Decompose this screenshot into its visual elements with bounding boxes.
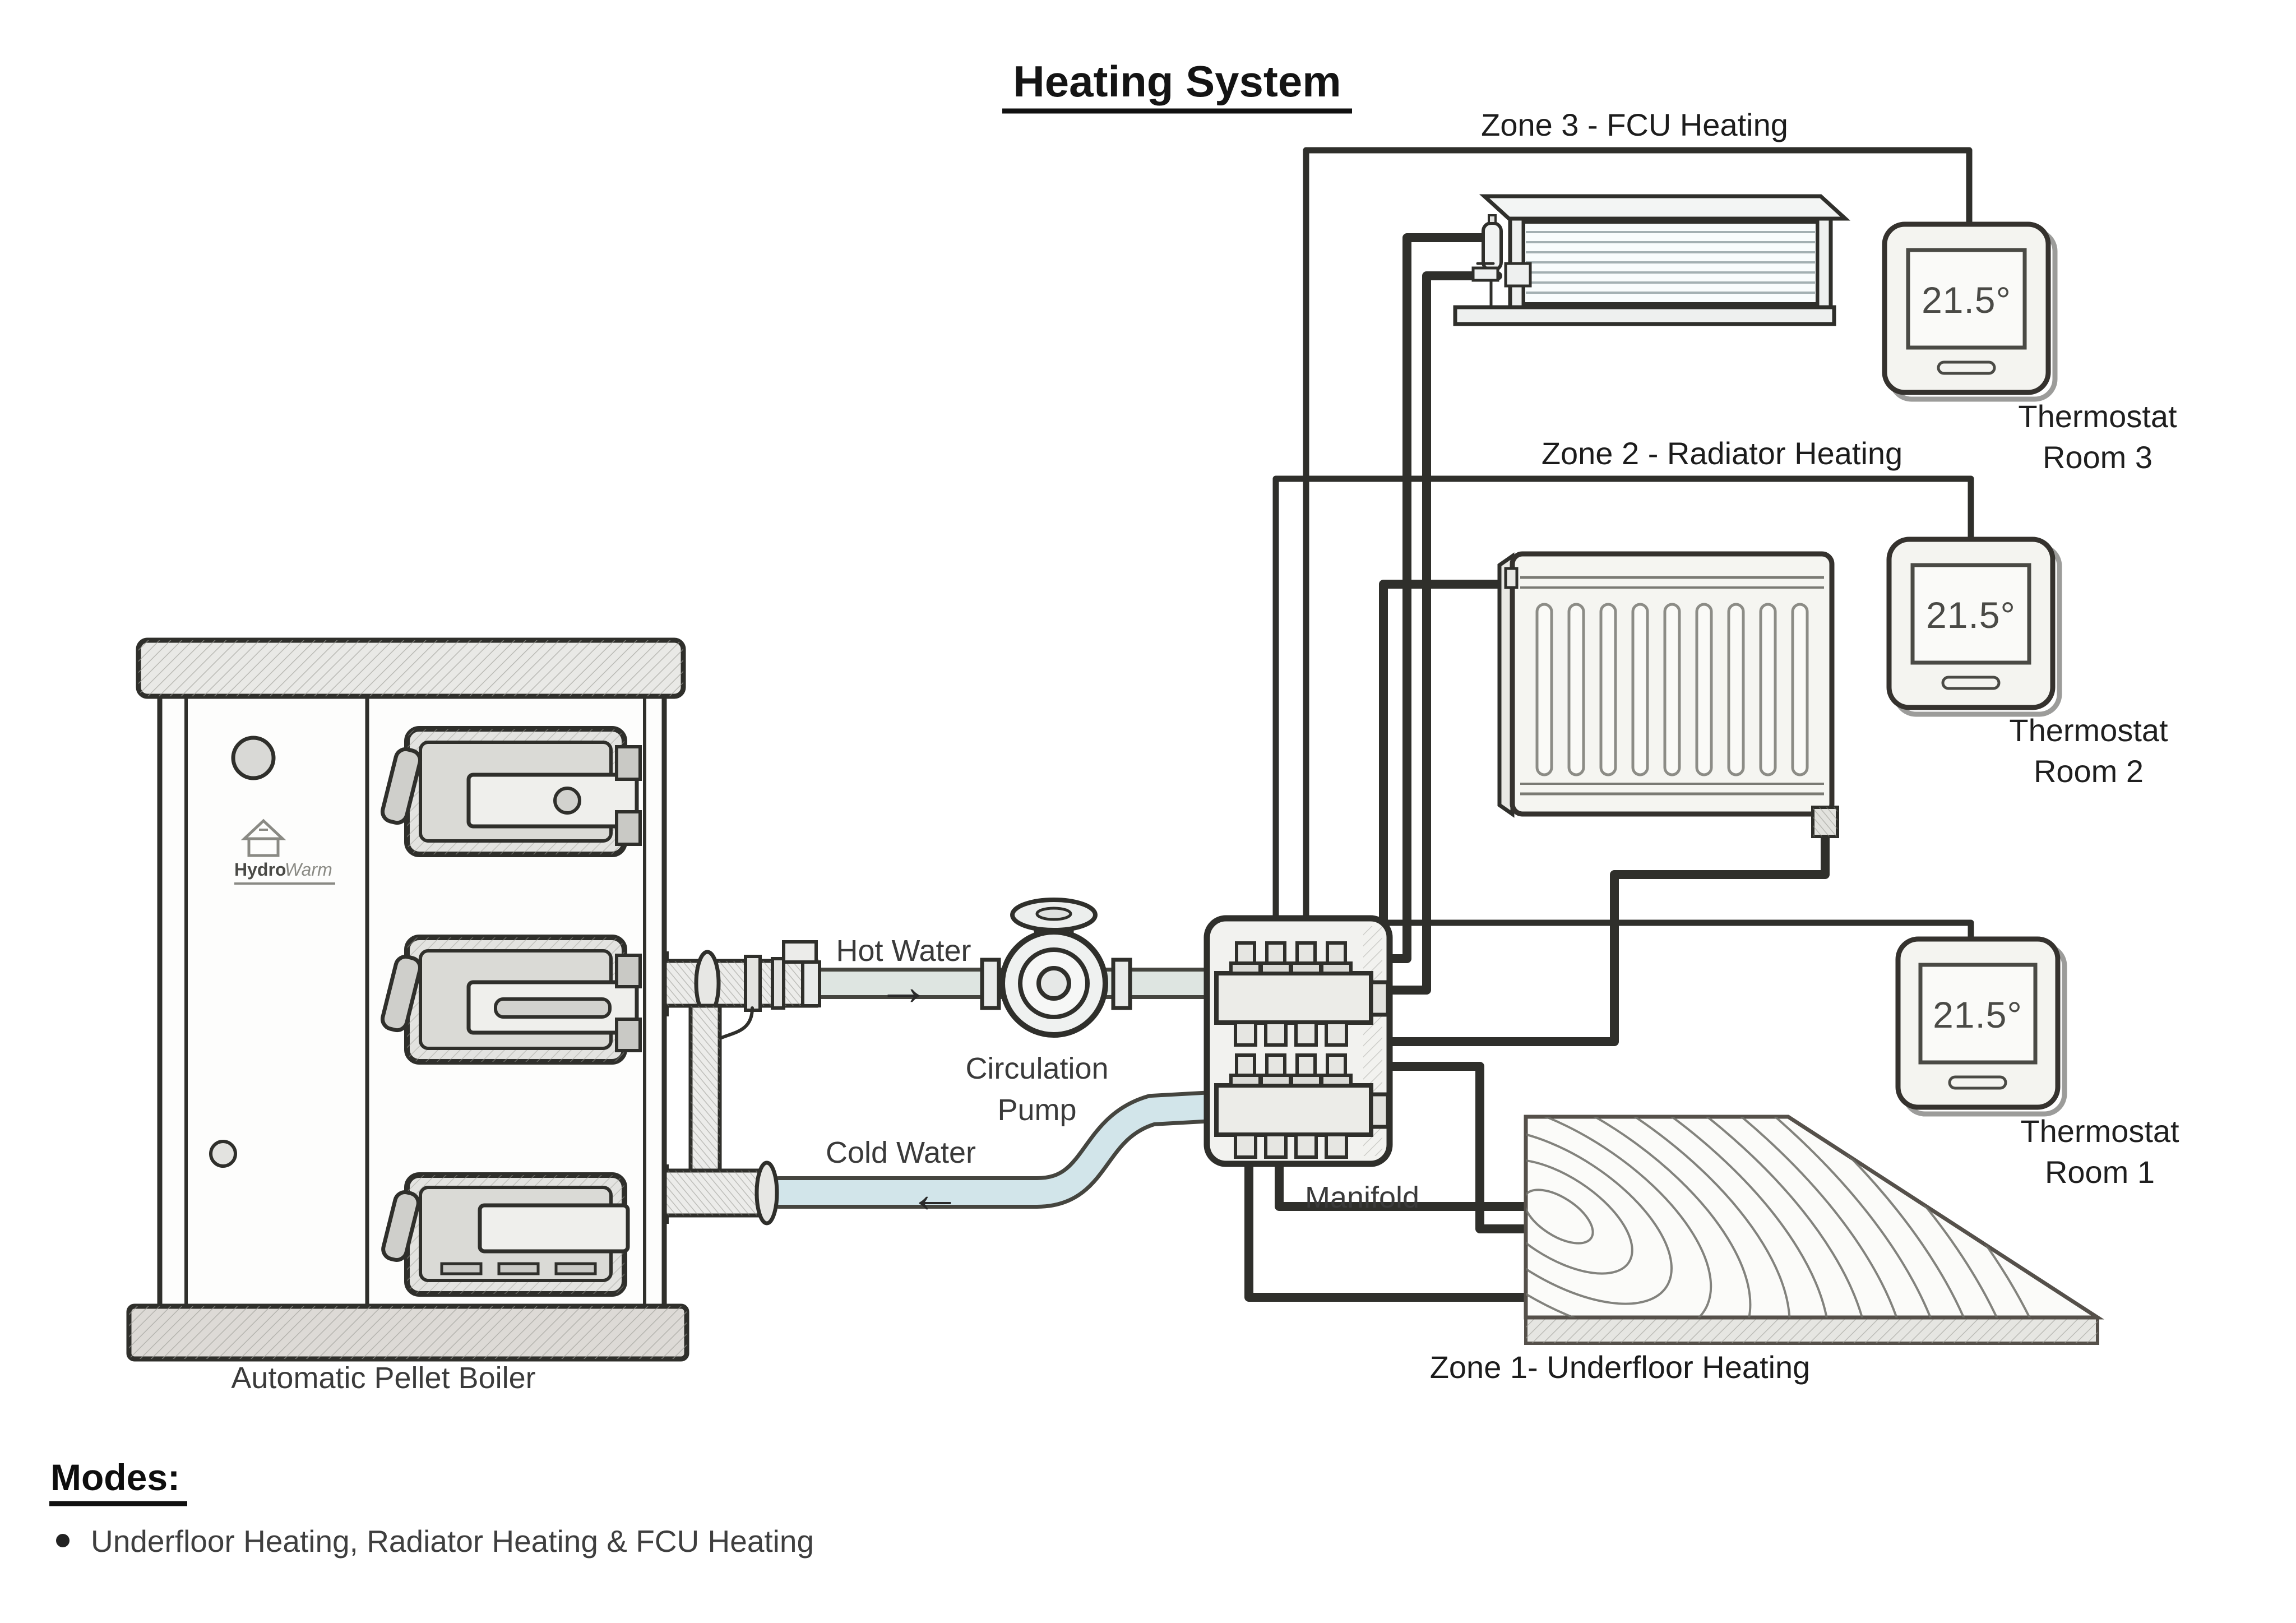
thermostat3-caption: Thermostat [2018,399,2177,434]
underfloor-return-pipe [1275,1153,1535,1211]
zone3-wire [1303,147,1973,952]
thermostat1-room: Room 1 [2045,1154,2155,1190]
fcu-return-pipe [1382,271,1502,995]
hot-water-arrow-icon: → [877,956,931,1016]
modes-heading: Modes: [50,1456,180,1498]
zone3-label: Zone 3 - FCU Heating [1481,107,1788,142]
thermostat-room-3: 21.5° [1882,221,2058,402]
page-title: Heating System [1013,57,1341,106]
pump-label-line2: Pump [997,1093,1076,1127]
thermostat3-room: Room 3 [2043,440,2152,475]
modes-item: Underfloor Heating, Radiator Heating & F… [91,1524,814,1559]
fcu-piping-components [1471,214,1532,309]
zone2-wire [1272,475,1974,952]
boiler-label: Automatic Pellet Boiler [231,1361,535,1395]
boiler-bypass-pipe [688,1004,722,1183]
boiler-door-middle [381,935,642,1065]
thermostat2-room: Room 2 [2034,753,2144,789]
hot-water-label: Hot Water [836,934,971,968]
pellet-boiler-illustration: Hydro Warm [126,637,821,1362]
radiator-return-pipe [1382,830,1830,1046]
cold-water-pipe [763,1090,1229,1209]
pump-label-line1: Circulation [965,1052,1108,1085]
circulation-pump-illustration [980,898,1132,1038]
zone2-label: Zone 2 - Radiator Heating [1542,436,1902,471]
logo-text-primary: Hydro [234,859,286,880]
manifold-illustration [1203,915,1393,1167]
manifold-label: Manifold [1305,1181,1419,1214]
zone1-label: Zone 1- Underfloor Heating [1430,1349,1811,1385]
thermostat-room-2: 21.5° [1886,537,2062,717]
boiler-hot-outlet-fitting [656,940,821,1058]
radiator-valve [1811,806,1839,838]
thermostat3-temperature: 21.5° [1922,279,2011,321]
fcu-illustration [1453,194,1851,326]
logo-text-secondary: Warm [285,859,332,880]
thermostat2-temperature: 21.5° [1926,594,2016,636]
thermostat2-button [1941,676,2001,690]
cold-water-arrow-icon: ← [908,1164,962,1224]
cold-water-label: Cold Water [826,1136,976,1169]
boiler-door-bottom [381,1172,630,1297]
thermostat3-button [1937,360,1996,375]
fcu-supply-pipe [1382,233,1493,963]
modes-section: Modes: Underfloor Heating, Radiator Heat… [49,1456,814,1559]
thermostat1-caption: Thermostat [2020,1113,2179,1149]
bullet-icon [56,1534,70,1547]
thermostat1-temperature: 21.5° [1933,994,2022,1035]
wood-grain-pattern [1526,1117,2067,1317]
underfloor-heating-illustration [1524,1115,2104,1345]
boiler-cold-inlet-fitting [656,1160,779,1226]
boiler-knob-small [209,1140,237,1168]
thermostat1-button [1948,1075,2007,1090]
boiler-door-top [381,726,642,857]
hydrowarm-logo: Hydro Warm [234,819,335,885]
radiator-illustration [1497,551,1839,838]
underfloor-supply-pipe [1244,1153,1535,1302]
thermostat2-caption: Thermostat [2009,713,2168,748]
thermostat-room-1: 21.5° [1895,936,2067,1117]
boiler-knob [231,736,276,780]
radiator-supply-pipe [1370,580,1513,958]
